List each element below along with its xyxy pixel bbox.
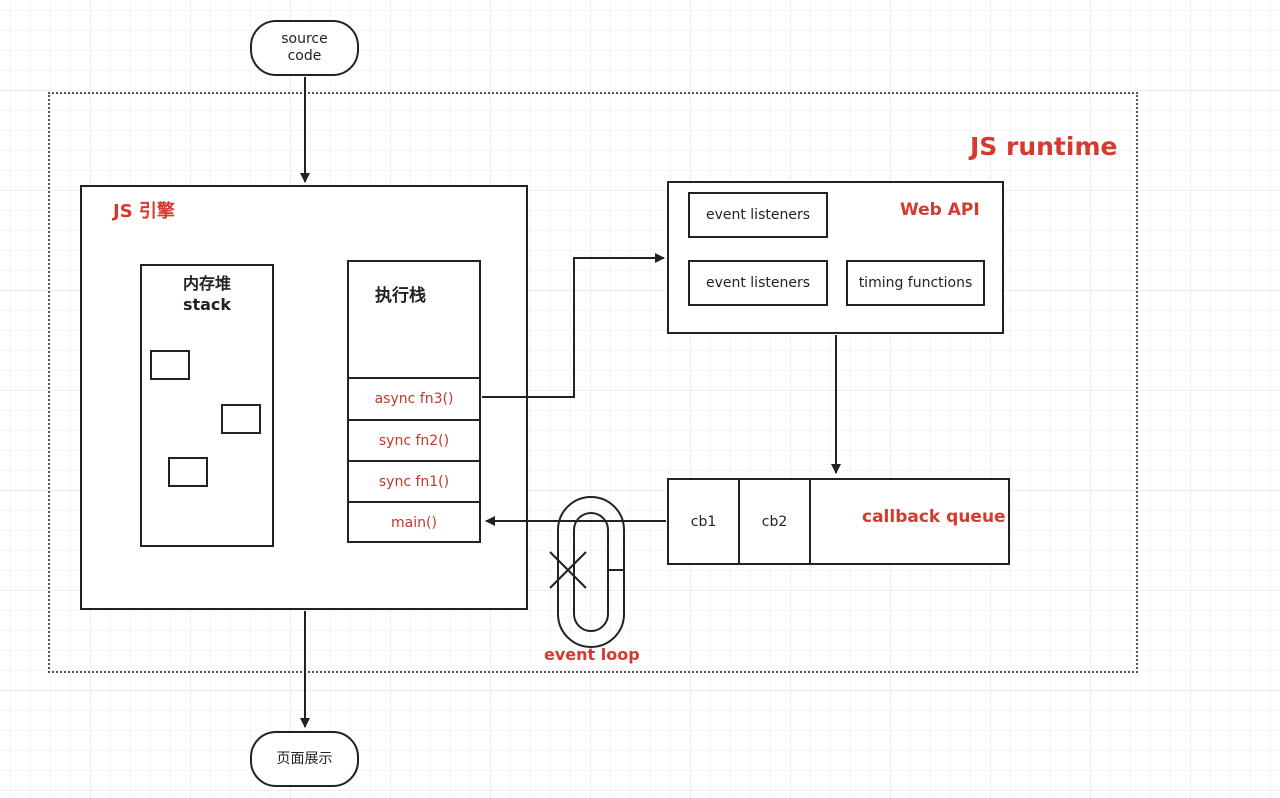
stack-frame-sync-fn1: sync fn1() (347, 460, 481, 501)
callback-queue-item-cb2: cb2 (740, 480, 811, 563)
event-loop-label: event loop (544, 645, 640, 664)
callback-queue-box (667, 478, 1010, 565)
source-code-line1: source (281, 31, 328, 47)
stack-frame-sync-fn2: sync fn2() (347, 419, 481, 460)
execution-stack-box (347, 260, 481, 543)
web-api-event-listeners: event listeners (688, 260, 828, 306)
heap-object-block (150, 350, 190, 380)
web-api-timing-functions: timing functions (846, 260, 985, 306)
js-runtime-title: JS runtime (970, 132, 1118, 161)
execution-stack-title: 执行栈 (375, 286, 426, 306)
web-api-event-listeners: event listeners (688, 192, 828, 238)
heap-object-block (168, 457, 208, 487)
heap-object-block (221, 404, 261, 434)
web-api-title: Web API (900, 200, 980, 220)
page-display-node: 页面展示 (250, 731, 359, 787)
memory-heap-title-line1: 内存堆 (182, 274, 231, 293)
stack-frame-async-fn3: async fn3() (347, 377, 481, 419)
stack-frame-main: main() (347, 501, 481, 543)
js-engine-title: JS 引擎 (113, 201, 175, 222)
source-code-line2: code (287, 48, 322, 64)
memory-heap-title: 内存堆 stack (140, 272, 274, 316)
source-code-node: source code (250, 20, 359, 76)
callback-queue-title: callback queue (862, 507, 1006, 527)
memory-heap-title-line2: stack (182, 295, 232, 314)
callback-queue-item-cb1: cb1 (669, 480, 740, 563)
js-runtime-frame (48, 92, 1138, 673)
